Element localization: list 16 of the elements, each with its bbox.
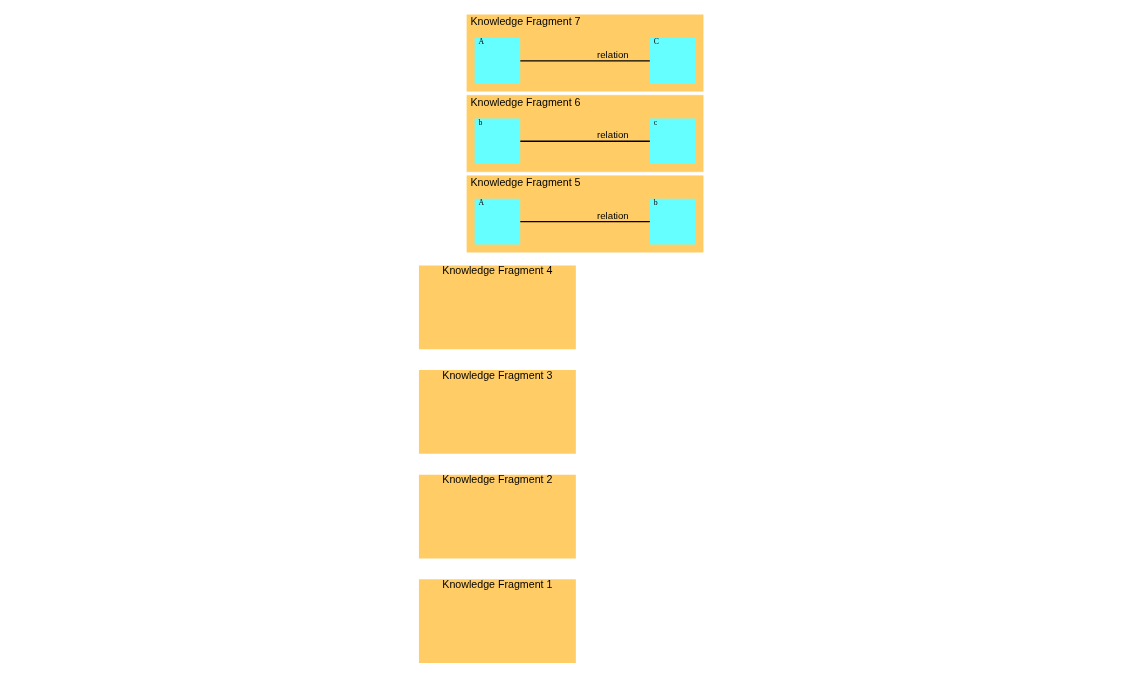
node-box: A	[474, 198, 520, 245]
connector	[519, 140, 651, 142]
node-box: Knowledge Fragment 1	[418, 579, 576, 663]
edge-label: relation	[596, 48, 629, 60]
node-box: b	[649, 198, 695, 245]
node-box: Knowledge Fragment 2	[418, 474, 576, 559]
node-box: c	[649, 118, 695, 164]
edge-label: relation	[596, 129, 629, 141]
node-box: C	[649, 38, 695, 84]
connector	[519, 220, 651, 223]
edge-label: relation	[596, 209, 629, 221]
connector	[519, 60, 651, 62]
node-box: A	[474, 38, 520, 84]
node-box: Knowledge Fragment 4	[418, 265, 576, 350]
node-box: b	[474, 118, 520, 164]
node-box: Knowledge Fragment 3	[418, 370, 576, 454]
